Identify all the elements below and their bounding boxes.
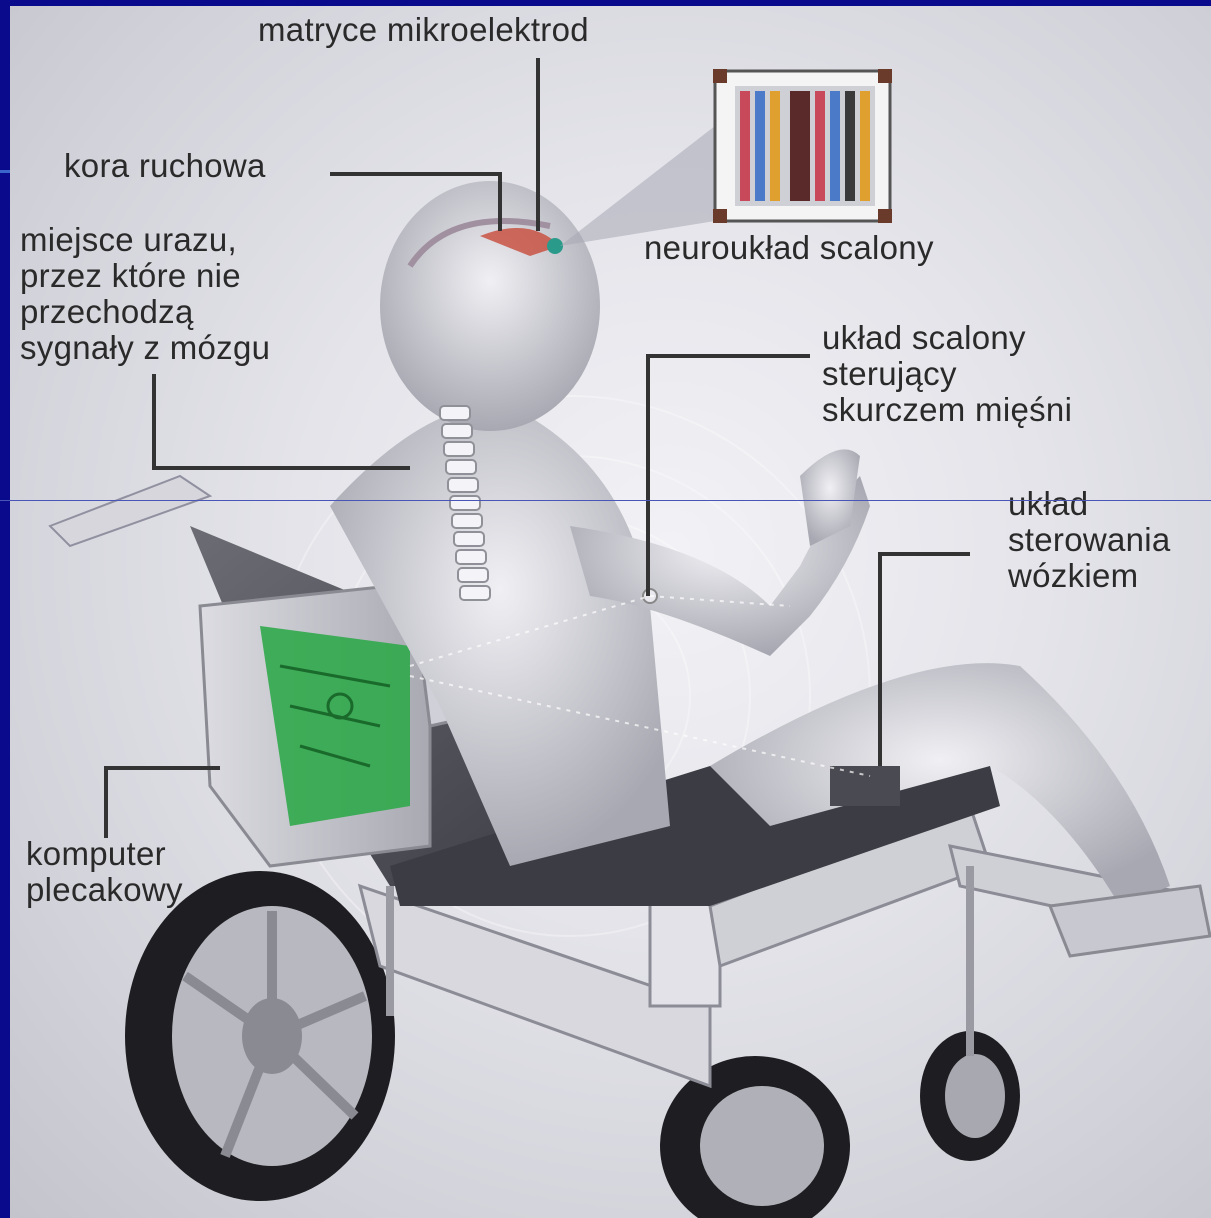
injury-site-line-4: sygnały z mózgu	[20, 330, 270, 366]
label-backpack-computer: komputer plecakowy	[26, 836, 183, 908]
wheelchair-control-line-1: układ	[1008, 486, 1171, 522]
microelectrode-dot	[547, 238, 563, 254]
wheelchair-control-line-2: sterowania	[1008, 522, 1171, 558]
muscle-chip-line-2: sterujący	[822, 356, 1072, 392]
slide-accent-mark	[0, 170, 10, 173]
label-neural-chip: neuroukład scalony	[644, 230, 934, 266]
rear-wheel-icon	[125, 871, 395, 1201]
label-microelectrode-arrays: matryce mikroelektrod	[258, 12, 589, 48]
label-muscle-control-chip: układ scalony sterujący skurczem mięśni	[822, 320, 1072, 428]
backpack-computer-line-2: plecakowy	[26, 872, 183, 908]
label-wheelchair-control: układ sterowania wózkiem	[1008, 486, 1171, 594]
injury-site-line-2: przez które nie	[20, 258, 270, 294]
injury-site-line-3: przechodzą	[20, 294, 270, 330]
diagram-panel	[10, 6, 1211, 1218]
wheelchair-control-line-3: wózkiem	[1008, 558, 1171, 594]
muscle-chip-line-1: układ scalony	[822, 320, 1072, 356]
wheelchair-bci-illustration	[10, 6, 1211, 1218]
neural-chip-icon	[713, 69, 892, 223]
wheelchair-control-unit	[830, 766, 900, 806]
muscle-chip-line-3: skurczem mięśni	[822, 392, 1072, 428]
label-injury-site: miejsce urazu, przez które nie przechodz…	[20, 222, 270, 366]
slide-divider-line	[0, 500, 1211, 501]
backpack-computer-line-1: komputer	[26, 836, 183, 872]
front-wheel-icon	[660, 1056, 850, 1218]
injury-site-line-1: miejsce urazu,	[20, 222, 270, 258]
label-motor-cortex: kora ruchowa	[64, 148, 266, 184]
head	[380, 181, 600, 431]
